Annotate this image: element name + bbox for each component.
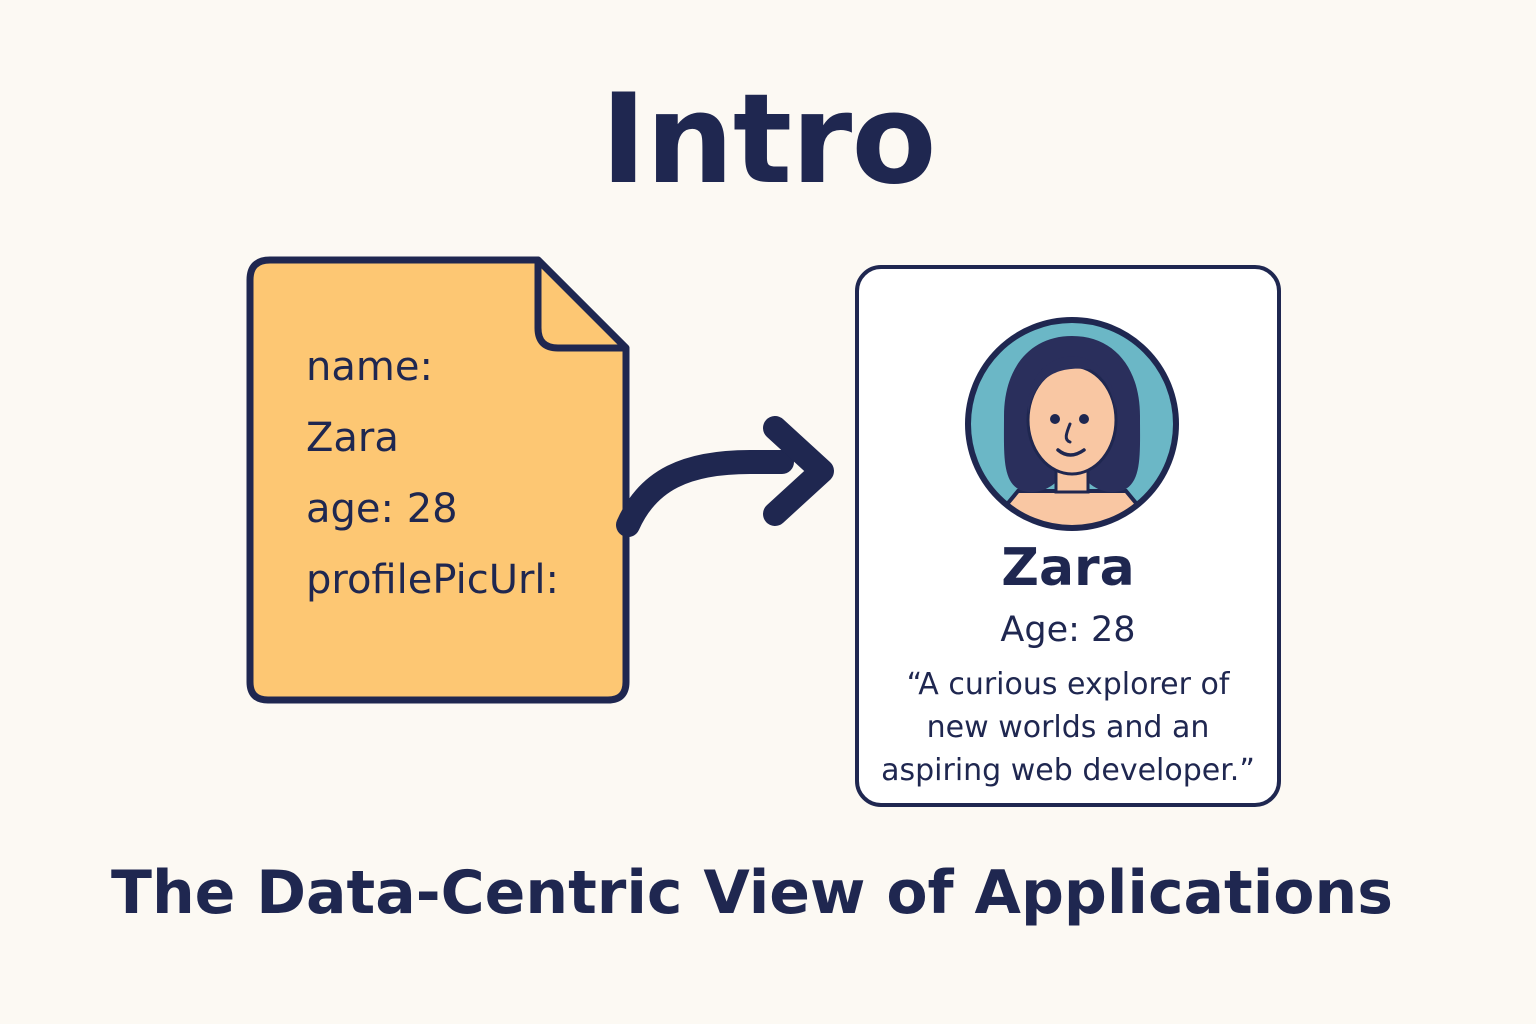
avatar-icon [965,317,1179,531]
field-name-value: Zara [306,415,399,461]
page-title: Intro [600,68,936,212]
profile-age: Age: 28 [1000,610,1136,650]
profile-bio: “A curious explorer of new worlds and an… [881,667,1255,788]
profile-name: Zara [1001,538,1135,598]
field-name-key: name: [306,344,433,390]
data-file: name: Zara age: 28 profilePicUrl: [240,250,640,710]
field-profile-pic-url: profilePicUrl: [306,557,560,603]
arrow-icon [616,416,834,537]
field-age: age: 28 [306,486,458,532]
data-fields: name: Zara age: 28 profilePicUrl: [306,332,559,616]
subtitle: The Data-Centric View of Applications [111,858,1393,928]
profile-card: Zara Age: 28 “A curious explorer of new … [855,265,1281,807]
document-icon [246,256,630,704]
